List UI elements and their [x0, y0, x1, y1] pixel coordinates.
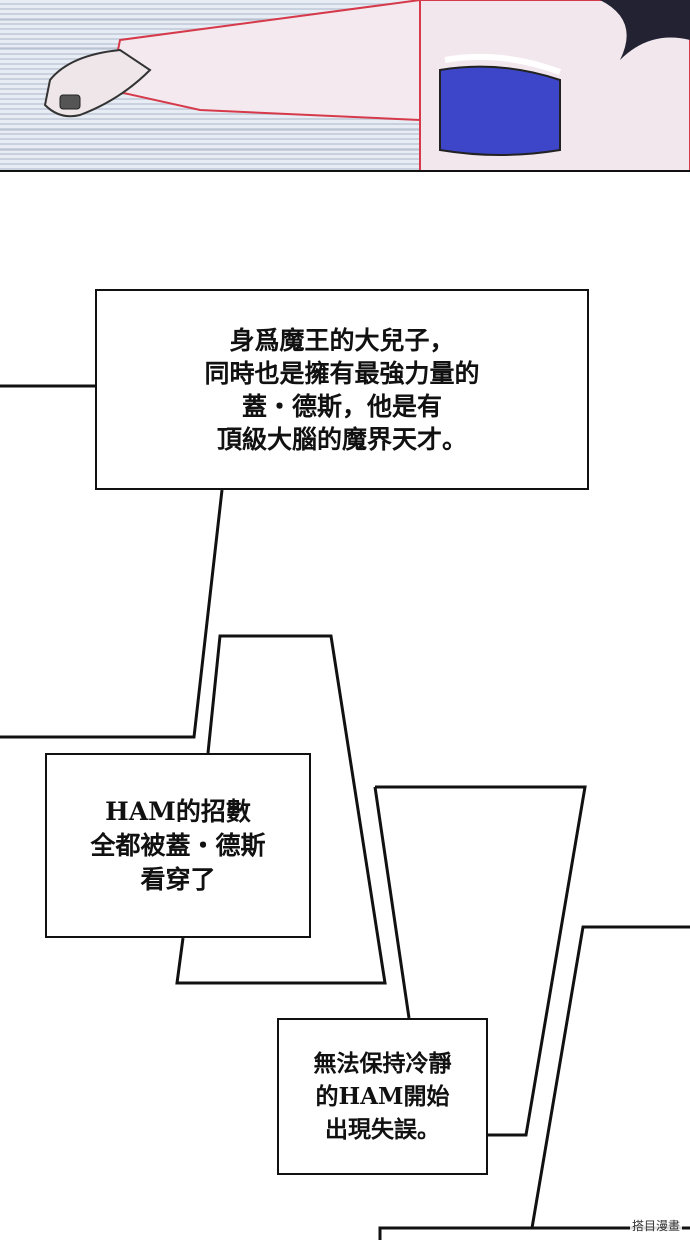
caption-line: 的HAM開始	[315, 1083, 450, 1110]
narration-caption-1: 身爲魔王的大兒子， 同時也是擁有最強力量的 蓋・德斯，他是有 頂級大腦的魔界天才…	[95, 289, 589, 490]
caption-line: 看穿了	[140, 864, 216, 894]
caption-line: 出現失誤。	[325, 1116, 440, 1143]
top-illustration-panel	[0, 0, 690, 172]
panel-border	[0, 170, 690, 172]
caption-line: HAM的招數	[105, 796, 251, 826]
caption-line: 同時也是擁有最強力量的	[204, 358, 480, 388]
narration-caption-3: 無法保持冷靜 的HAM開始 出現失誤。	[277, 1018, 488, 1175]
caption-line: 蓋・德斯，他是有	[241, 391, 442, 421]
character-arm-illustration	[0, 0, 690, 172]
narration-caption-2: HAM的招數 全都被蓋・德斯 看穿了	[45, 753, 311, 938]
caption-line: 全都被蓋・德斯	[90, 830, 266, 860]
caption-line: 頂級大腦的魔界天才。	[216, 424, 467, 454]
watermark: 搭目漫畫	[629, 1217, 682, 1234]
caption-line: 身爲魔王的大兒子，	[229, 325, 455, 355]
caption-line: 無法保持冷靜	[313, 1050, 452, 1077]
